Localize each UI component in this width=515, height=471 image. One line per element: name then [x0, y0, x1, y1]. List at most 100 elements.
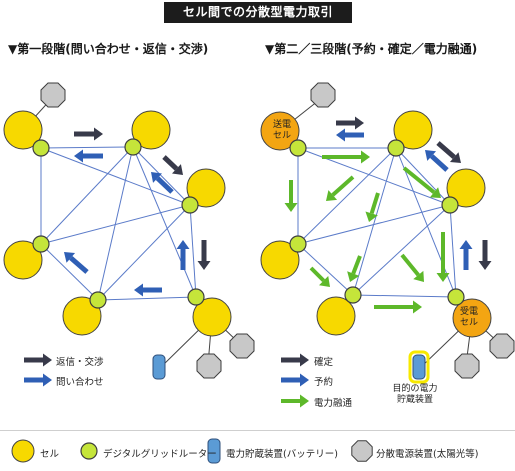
- legend-cell-label: セル: [40, 449, 60, 460]
- arrow-shaft: [309, 266, 326, 283]
- arrow-head: [347, 271, 360, 282]
- arrow-head: [478, 261, 492, 270]
- inquiry-arrow: [74, 149, 103, 163]
- arrow-shaft: [162, 155, 179, 171]
- router-icon: [441, 196, 459, 214]
- grid-link: [132, 146, 197, 298]
- sender-cell-icon: [260, 111, 300, 151]
- target-battery-icon: [412, 354, 426, 380]
- grid-link: [297, 147, 397, 245]
- router-icon: [89, 291, 107, 309]
- power-flow-arrow: [326, 175, 355, 201]
- arrow-shaft: [351, 255, 362, 275]
- arrow-head: [197, 261, 211, 270]
- grid-link: [40, 146, 134, 245]
- arrow-head: [64, 252, 76, 263]
- inquiry-arrow: [64, 252, 89, 274]
- left-panel: [3, 82, 255, 387]
- router-icon: [387, 139, 405, 157]
- legend-inquiry-arrow: [24, 373, 52, 387]
- arrow-shaft: [402, 166, 436, 194]
- reserve-arrow: [336, 128, 364, 142]
- grid-link: [395, 147, 457, 298]
- power-flow-arrow: [436, 232, 450, 282]
- grid-link: [97, 296, 197, 301]
- legend-battery-icon: [207, 438, 221, 464]
- arrow-head: [326, 190, 338, 201]
- right-panel: [260, 82, 515, 408]
- arrow-head: [336, 128, 345, 142]
- arrow-shaft: [331, 175, 355, 197]
- distributed-source-icon: [40, 82, 66, 108]
- grid-link: [132, 146, 191, 206]
- legend-cell-icon: [11, 439, 35, 463]
- arrow-head: [436, 273, 450, 282]
- router-icon: [181, 196, 199, 214]
- grid-link: [352, 204, 451, 296]
- arrow-head: [300, 373, 309, 387]
- arrow-head: [94, 127, 103, 141]
- reserve-arrow: [425, 150, 449, 172]
- diagram-title: セル間での分散型電力取引: [164, 2, 352, 23]
- router-icon: [124, 138, 142, 156]
- distributed-source-icon: [310, 82, 336, 108]
- arrow-shaft: [369, 192, 380, 214]
- bottom-legend: [11, 438, 373, 464]
- arrow-head: [284, 203, 298, 212]
- confirm-arrow: [478, 240, 492, 270]
- grid-link: [40, 146, 134, 149]
- arrow-head: [413, 300, 422, 314]
- bottom-divider: [0, 430, 515, 431]
- legend-confirm-arrow: [281, 353, 309, 367]
- legend-source-label: 分散電源装置(太陽光等): [376, 449, 479, 460]
- cell-icon: [3, 240, 43, 280]
- battery-icon: [152, 354, 166, 380]
- cell-icon: [393, 110, 433, 150]
- router-icon: [187, 288, 205, 306]
- grid-link: [352, 147, 397, 296]
- grid-link: [189, 204, 197, 298]
- power-flow-arrow: [365, 192, 380, 222]
- grid-link: [297, 243, 354, 296]
- reply-arrow: [197, 240, 211, 270]
- right-legend-power-label: 電力融通: [314, 398, 353, 409]
- power-flow-arrow: [309, 266, 330, 287]
- reply-arrow: [162, 155, 183, 175]
- arrow-head: [459, 240, 473, 249]
- grid-link: [352, 294, 457, 298]
- grid-link: [449, 204, 457, 298]
- arrow-head: [425, 150, 437, 161]
- arrow-shaft: [155, 176, 174, 194]
- left-panel-heading: ▼第一段階(問い合わせ・返信・交渉): [8, 42, 209, 56]
- arrow-shaft: [436, 141, 456, 159]
- grid-link: [40, 147, 191, 206]
- cell-icon: [186, 168, 226, 208]
- arrow-head: [151, 172, 162, 183]
- power-flow-arrow: [400, 253, 424, 282]
- power-flow-arrow: [322, 150, 370, 164]
- arrow-shaft: [400, 253, 420, 277]
- arrow-head: [300, 394, 309, 408]
- left-legend-reply-label: 返信・交渉: [56, 357, 104, 368]
- cell-icon: [446, 168, 486, 208]
- power-flow-arrow: [347, 255, 362, 282]
- arrow-head: [413, 270, 424, 282]
- right-legend-confirm-label: 確定: [314, 357, 334, 368]
- legend-reserve-arrow: [281, 373, 309, 387]
- power-flow-arrow: [374, 300, 422, 314]
- cell-icon: [192, 297, 232, 337]
- receiver-cell-label: 受電 セル: [459, 307, 478, 328]
- battery-highlight: [408, 350, 430, 384]
- router-icon: [289, 235, 307, 253]
- router-icon: [32, 235, 50, 253]
- confirm-arrow: [436, 141, 461, 163]
- reserve-arrow: [459, 240, 473, 270]
- arrow-head: [134, 283, 143, 297]
- cell-icon: [260, 240, 300, 280]
- arrow-head: [361, 150, 370, 164]
- router-icon: [344, 286, 362, 304]
- grid-link: [395, 147, 451, 206]
- router-icon: [289, 139, 307, 157]
- cell-icon: [3, 110, 43, 150]
